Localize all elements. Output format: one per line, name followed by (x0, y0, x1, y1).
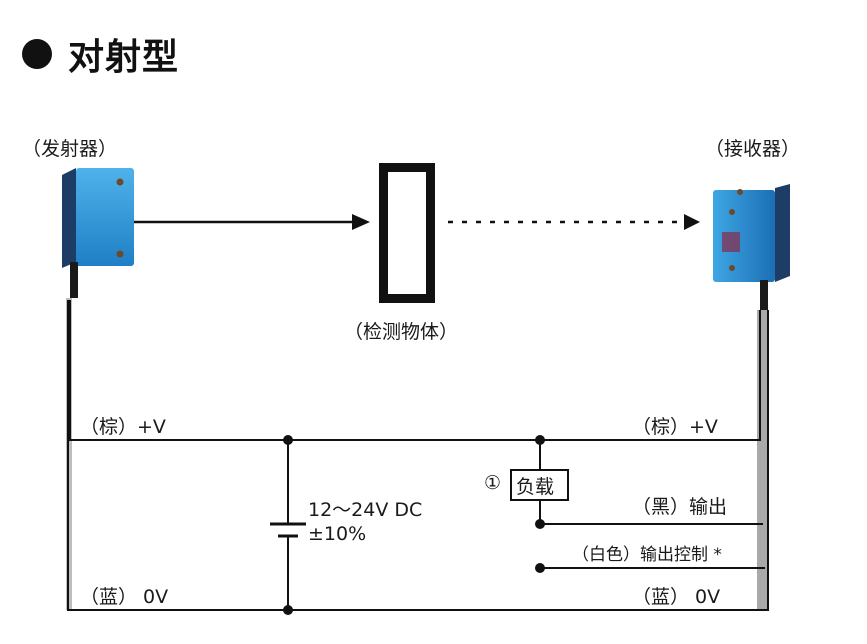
receiver-sensor-icon (713, 184, 790, 310)
left-brown-label: （棕）+V (80, 416, 166, 438)
receiver-cable (757, 310, 767, 610)
power-supply-icon (270, 522, 306, 538)
beam-solid-arrow (134, 214, 370, 230)
left-blue-label: （蓝） 0V (80, 586, 169, 608)
right-black-label: （黑）输出 (632, 496, 728, 518)
beam-dotted-arrow (448, 214, 700, 230)
emitter-sensor-icon (62, 168, 134, 298)
emitter-label: （发射器） (22, 138, 118, 160)
wiring-lines (67, 300, 769, 611)
header: 对射型 (22, 28, 179, 80)
detection-object-icon (379, 163, 435, 303)
receiver-label: （接收器） (705, 138, 801, 160)
page-title: 对射型 (68, 37, 180, 78)
load-box (510, 469, 569, 501)
load-number-label: ① (484, 472, 502, 494)
title-bullet-icon (22, 39, 52, 69)
right-white-label: （白色）输出控制 * (572, 545, 722, 565)
junction-dots (283, 435, 545, 615)
load-label: 负载 (516, 476, 555, 498)
supply-voltage-label: 12～24V DC (308, 499, 423, 521)
supply-tolerance-label: ±10% (308, 523, 367, 545)
object-label: （检测物体） (344, 321, 459, 343)
right-brown-label: （棕）+V (632, 416, 718, 438)
right-blue-label: （蓝） 0V (632, 586, 721, 608)
